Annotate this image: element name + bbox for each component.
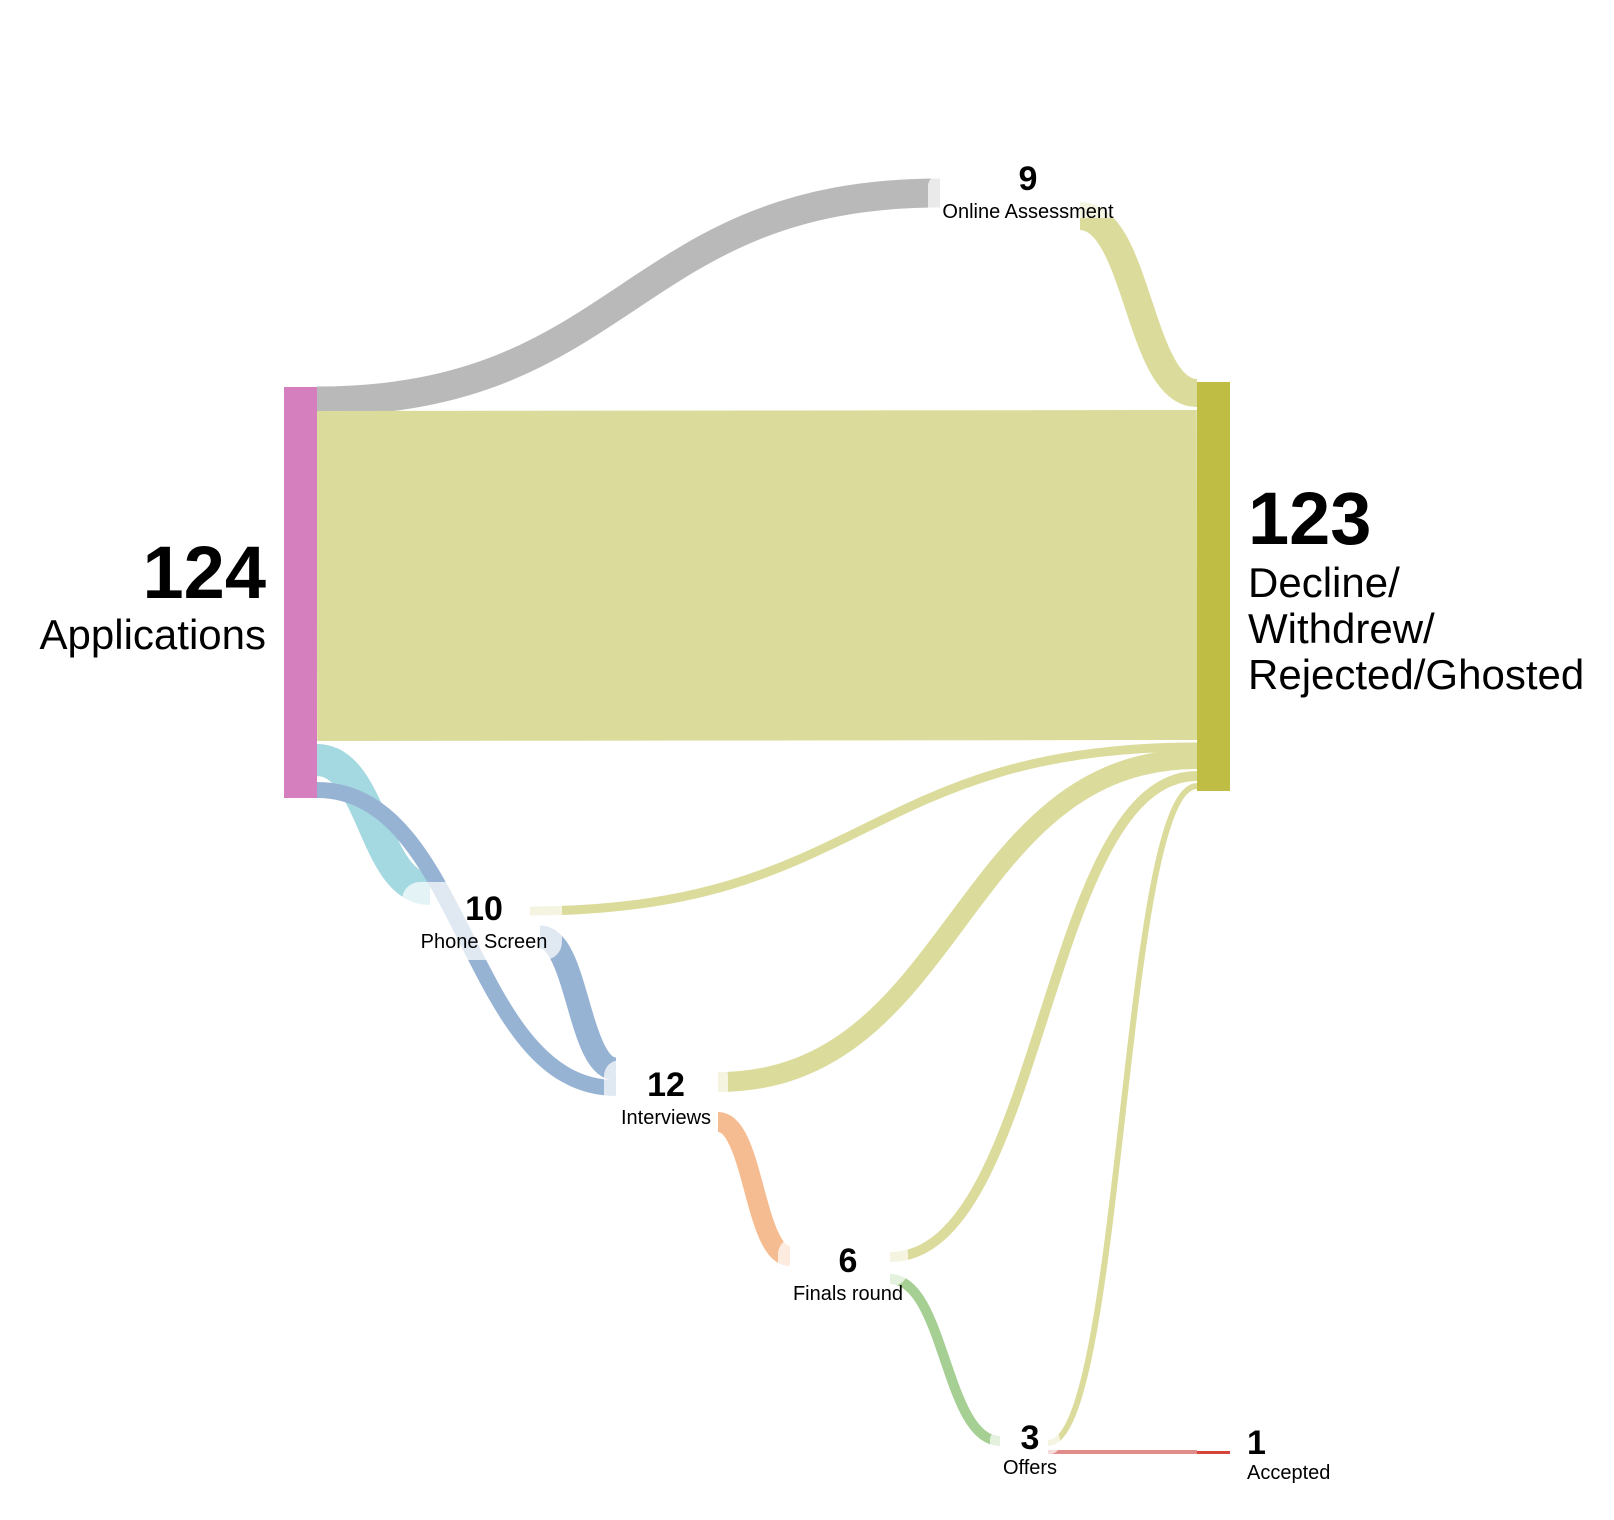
online-assessment-label: Online Assessment (942, 201, 1114, 223)
decline-value: 123 (1248, 477, 1372, 560)
accepted-label: Accepted (1247, 1462, 1331, 1484)
link-applications-to-phone-screen (314, 744, 433, 905)
link-interviews-to-finals-round (715, 1112, 793, 1266)
link-finals-round-to-decline (889, 771, 1198, 1262)
node-bar-accepted (1197, 1451, 1230, 1454)
halo-phone (402, 882, 562, 960)
accepted-value: 1 (1247, 1424, 1266, 1462)
interviews-label: Interviews (620, 1107, 712, 1129)
link-applications-to-decline (316, 410, 1198, 741)
sankey-nodes (284, 382, 1230, 1454)
decline-label-line-2: Withdrew/ (1248, 605, 1435, 652)
offers-value: 3 (1020, 1419, 1040, 1457)
node-label-halos (402, 176, 1130, 1454)
phone-screen-value: 10 (465, 890, 503, 928)
applications-value: 124 (142, 531, 266, 614)
applications-label: Applications (39, 611, 266, 658)
link-interviews-to-decline (717, 749, 1198, 1092)
link-online-assessment-to-decline (1077, 202, 1200, 407)
node-bar-decline (1197, 382, 1230, 791)
online-assessment-value: 9 (1018, 160, 1038, 198)
link-applications-to-online-assessment (316, 178, 941, 416)
finals-round-label: Finals round (792, 1283, 904, 1305)
halo-online (928, 176, 1130, 218)
halo-finals (778, 1238, 908, 1286)
offers-label: Offers (1002, 1457, 1058, 1479)
finals-round-value: 6 (838, 1242, 858, 1280)
sankey-links (314, 178, 1200, 1455)
link-phone-screen-to-decline (529, 742, 1198, 916)
halo-interviews (604, 1060, 728, 1112)
link-finals-round-to-offers (889, 1274, 1001, 1446)
link-offers-to-decline (1047, 783, 1198, 1446)
node-bar-applications (284, 387, 317, 798)
decline-label-line-3: Rejected/Ghosted (1248, 651, 1585, 698)
decline-label-line-1: Decline/ (1248, 559, 1400, 606)
phone-screen-label: Phone Screen (420, 931, 548, 953)
halo-offers (990, 1430, 1060, 1454)
interviews-value: 12 (647, 1066, 685, 1104)
